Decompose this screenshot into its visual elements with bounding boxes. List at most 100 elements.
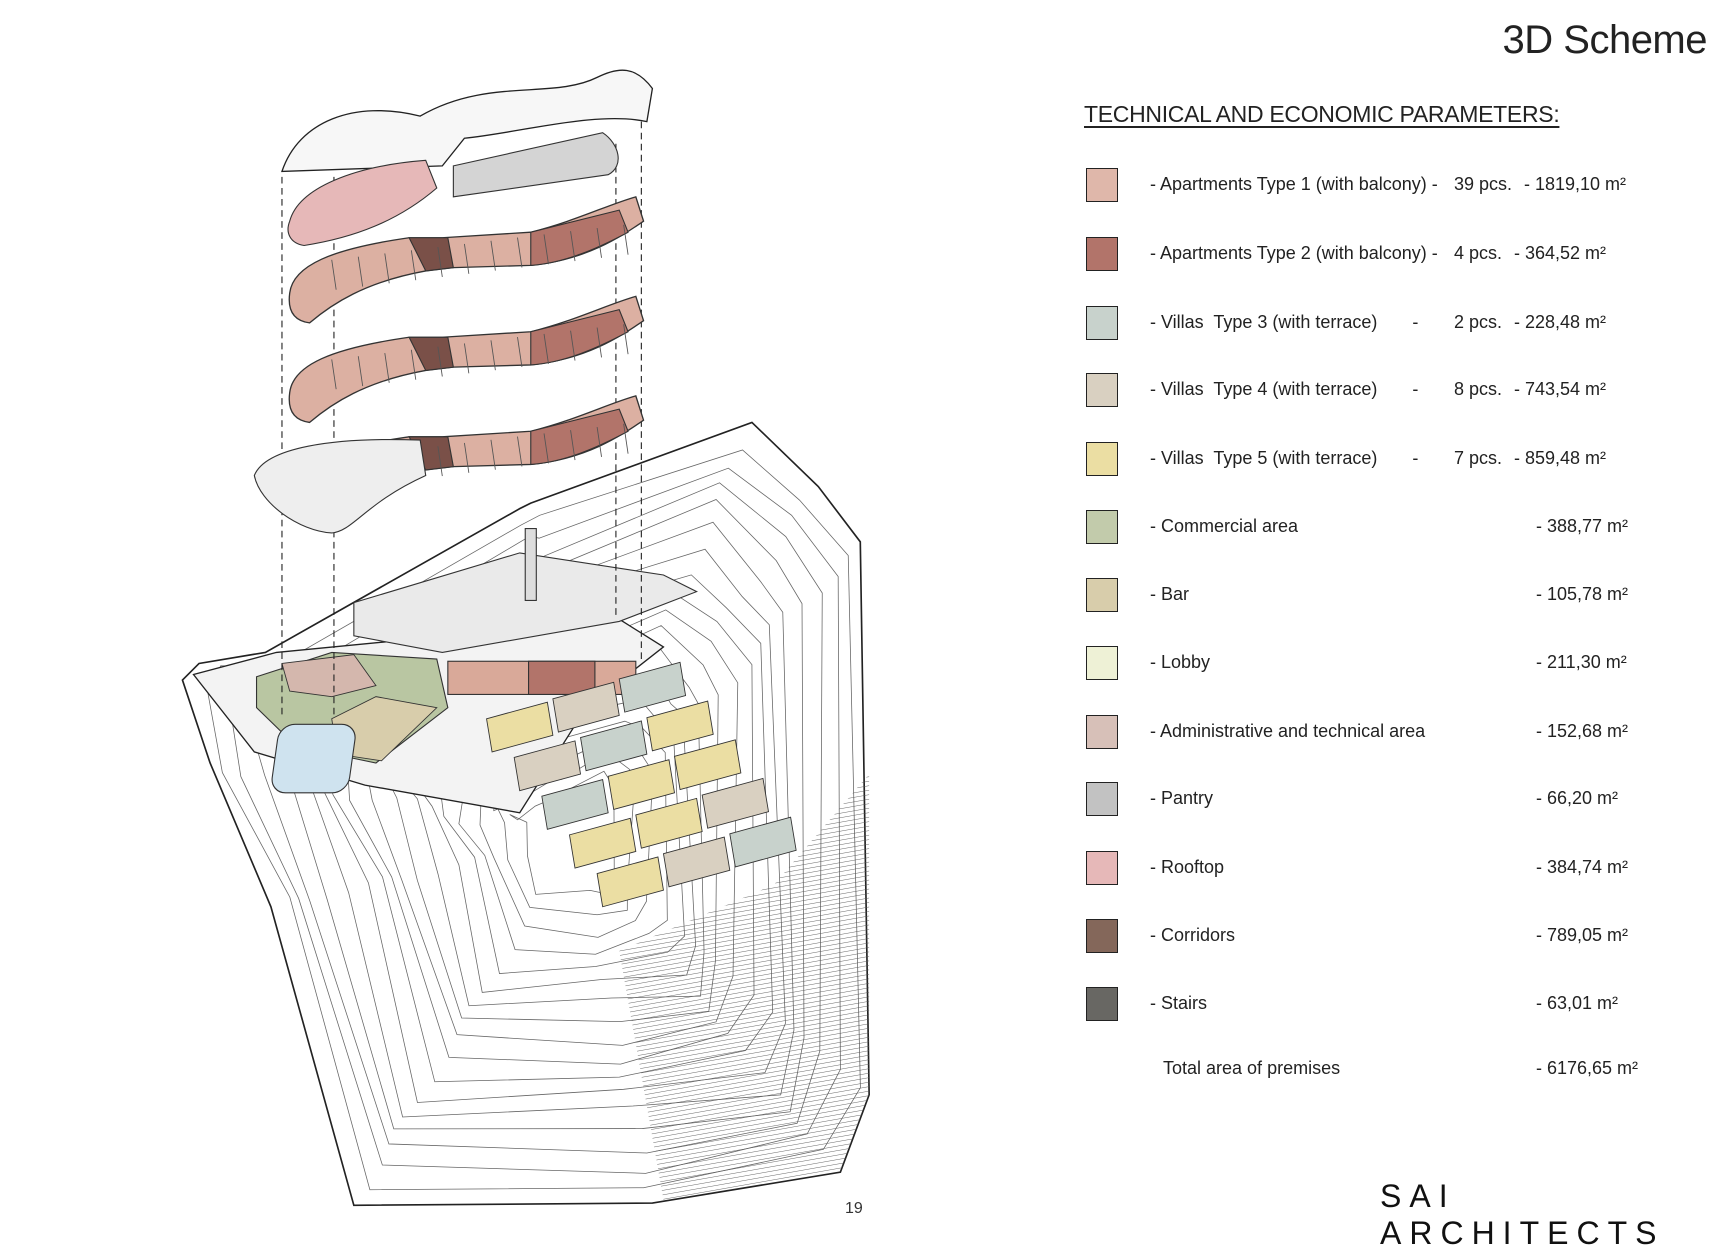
unit-divider	[463, 343, 470, 374]
legend-swatch	[1086, 510, 1118, 544]
villa-unit	[541, 779, 609, 830]
legend-area: - 63,01 m²	[1536, 993, 1619, 1013]
legend-swatch	[1086, 919, 1118, 953]
unit-divider	[463, 442, 470, 473]
admin-zone	[281, 654, 377, 698]
apartments-type2-segment	[530, 408, 629, 466]
villa-unit	[607, 759, 676, 810]
unit-divider	[437, 446, 443, 477]
legend-area: - 66,20 m²	[1536, 788, 1619, 808]
apartments-type2-segment	[530, 209, 629, 266]
tower-core	[524, 528, 537, 601]
legend-item: - Corridors- 789,05 m²	[1086, 919, 1706, 955]
sai-architects-logo: SAI ARCHITECTS	[1380, 1178, 1665, 1251]
ground-apartments-type2	[528, 660, 596, 695]
parking-deck	[353, 552, 699, 653]
parameters-heading: TECHNICAL AND ECONOMIC PARAMETERS:	[1084, 101, 1560, 127]
legend-area: - 1819,10 m²	[1524, 174, 1627, 194]
legend-item: - Apartments Type 2 (with balcony) -4 pc…	[1086, 237, 1706, 273]
legend-area: - 211,30 m²	[1536, 652, 1627, 672]
unit-divider	[410, 250, 417, 281]
legend-swatch	[1086, 578, 1118, 612]
unit-divider	[623, 423, 629, 454]
floor-2	[288, 196, 645, 324]
villa-unit	[662, 836, 731, 888]
unit-divider	[331, 259, 337, 290]
unit-divider	[543, 433, 549, 464]
legend-label: - Stairs	[1150, 993, 1208, 1013]
legend-count: 2 pcs.	[1454, 312, 1503, 332]
unit-divider	[517, 337, 523, 368]
legend-label: - Rooftop	[1150, 857, 1225, 877]
legend-swatch	[1086, 442, 1118, 476]
unit-divider	[517, 237, 523, 268]
legend-swatch	[1086, 851, 1118, 885]
legend-swatch	[1086, 646, 1118, 680]
unit-divider	[357, 356, 364, 387]
legend-label: - Commercial area	[1150, 516, 1299, 536]
villa-unit	[618, 661, 687, 713]
unit-divider	[490, 439, 496, 470]
unit-divider	[596, 327, 602, 358]
legend-label: - Lobby	[1150, 652, 1211, 672]
villa-unit	[552, 681, 620, 733]
rooftop-canopy	[281, 69, 654, 173]
floor-3	[288, 295, 645, 424]
legend-count: 7 pcs.	[1454, 448, 1503, 468]
legend-swatch	[1086, 715, 1118, 749]
unit-divider	[570, 330, 576, 361]
villa-unit	[596, 856, 664, 908]
corridor-segment	[408, 237, 455, 272]
unit-divider	[543, 234, 549, 265]
unit-divider	[463, 243, 470, 274]
legend-item: - Apartments Type 1 (with balcony) -39 p…	[1086, 168, 1706, 204]
legend-area: - 743,54 m²	[1514, 379, 1607, 399]
legend-swatch	[1086, 987, 1118, 1021]
villa-unit	[568, 817, 637, 869]
unit-divider	[437, 247, 443, 278]
unit-divider	[596, 426, 602, 457]
legend-label: - Administrative and technical area	[1150, 721, 1426, 741]
villa-unit	[580, 720, 648, 772]
cliff-face-hatch	[619, 774, 870, 1200]
legend-swatch	[1086, 373, 1118, 407]
villa-unit	[729, 816, 797, 868]
villa-unit	[646, 700, 714, 752]
legend-label: - Apartments Type 1 (with balcony) -	[1150, 174, 1438, 194]
unit-divider	[596, 227, 602, 258]
typical-floors	[253, 196, 645, 534]
rooftop-zone	[287, 159, 438, 247]
legend-area: - 364,52 m²	[1514, 243, 1607, 263]
legend-area: - 152,68 m²	[1536, 721, 1629, 741]
level-1-terrace	[253, 439, 427, 534]
villas-terraces	[486, 661, 797, 908]
legend-label: - Villas Type 3 (with terrace) -	[1150, 312, 1419, 332]
axonometric-site-drawing	[181, 69, 870, 1207]
unit-divider	[570, 430, 576, 461]
legend-area: - 388,77 m²	[1536, 516, 1629, 536]
legend-item: - Stairs - 63,01 m²	[1086, 987, 1706, 1023]
rooftop-level	[281, 69, 654, 247]
legend-label: - Bar	[1150, 584, 1190, 604]
ground-level-plan	[192, 528, 797, 908]
villa-unit	[635, 797, 703, 849]
unit-divider	[437, 346, 443, 377]
unit-divider	[543, 333, 549, 364]
villa-unit	[513, 740, 582, 792]
unit-divider	[384, 352, 390, 383]
page-number: 19	[845, 1200, 863, 1217]
page-title: 3D Scheme	[1502, 18, 1708, 62]
unit-divider	[570, 231, 576, 262]
unit-divider	[331, 359, 337, 390]
legend-item: - Villas Type 3 (with terrace) - 2 pcs. - …	[1086, 306, 1706, 342]
legend-swatch	[1086, 168, 1118, 202]
legend-area: - 228,48 m²	[1514, 312, 1607, 332]
villa-unit	[674, 739, 742, 791]
legend-item: - Villas Type 4 (with terrace) -8 pcs.- …	[1086, 373, 1706, 409]
legend-area: - 789,05 m²	[1536, 925, 1629, 945]
legend-label: - Villas Type 5 (with terrace) -	[1150, 448, 1419, 468]
legend-item: - Rooftop- 384,74 m²	[1086, 851, 1706, 887]
unit-divider	[623, 324, 629, 355]
rooftop-pantry	[452, 132, 619, 198]
unit-divider	[490, 340, 496, 371]
